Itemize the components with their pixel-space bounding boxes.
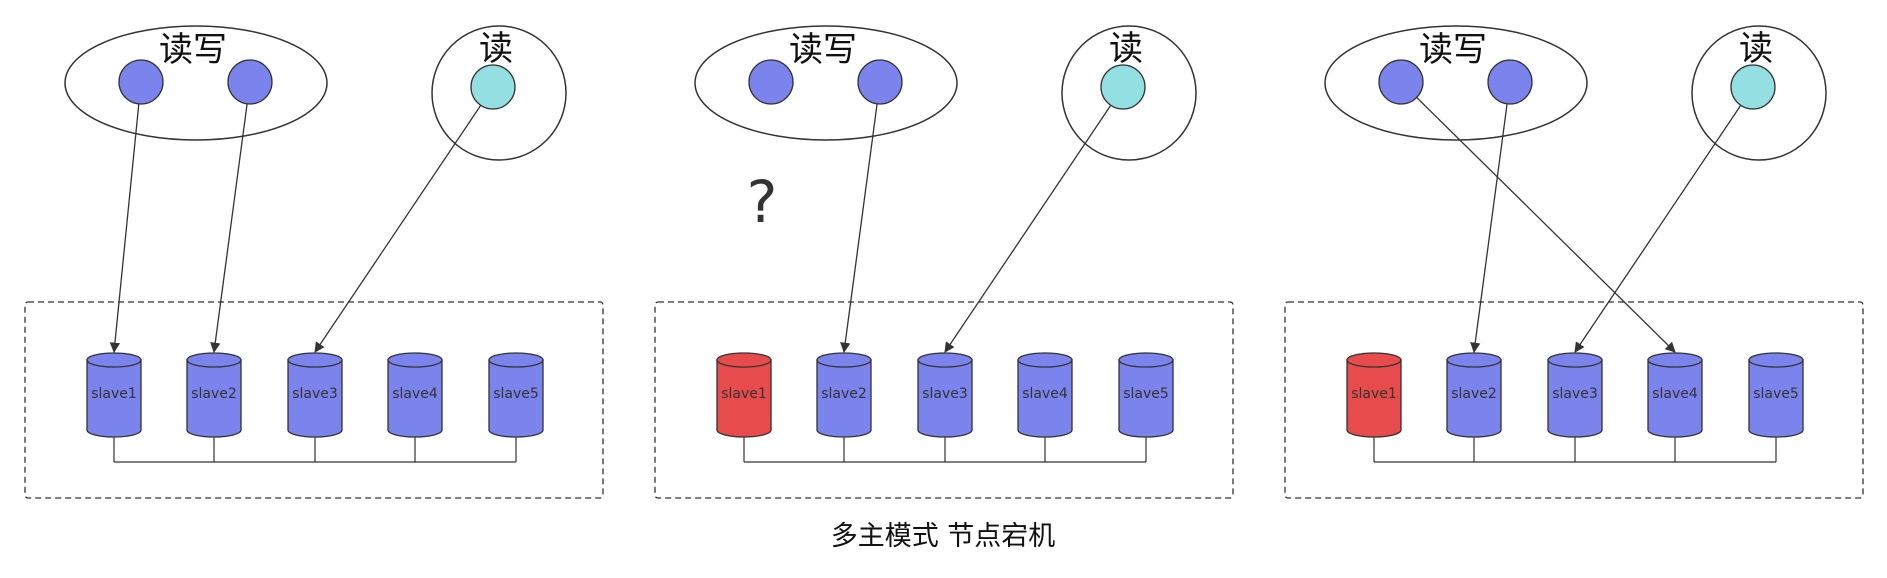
db-label: slave4 [1022,386,1068,402]
db-cylinder-top [1118,352,1174,368]
question-mark: ? [747,168,778,236]
db-cylinder-top [1346,352,1402,368]
write-group-ellipse [64,25,328,141]
db-cluster-container [654,301,1234,499]
db-cylinder-body [186,359,242,438]
db-cylinder-body [287,359,343,438]
db-cylinder-top [287,352,343,368]
db-label: slave2 [191,386,237,402]
write-node-2 [227,59,273,105]
db-slave2: slave2 [1446,352,1502,438]
read-group-label: 读 [479,29,513,69]
write-node-1 [118,59,164,105]
db-label: slave5 [1123,386,1169,402]
write-node-1 [748,59,794,105]
db-slave3: slave3 [917,352,973,438]
write-group-label: 读写 [1419,30,1487,70]
db-cylinder-top [1017,352,1073,368]
write-group-ellipse [1324,25,1588,141]
db-cluster-container [1284,301,1864,499]
db-cylinder-top [86,352,142,368]
db-cylinder-body [1547,359,1603,438]
link-write-node-2-to-slave2 [210,103,248,354]
db-cylinder-top [716,352,772,368]
db-cylinder-top [488,352,544,368]
write-group-label: 读写 [789,30,857,70]
write-node-2 [857,59,903,105]
db-cylinder-body [1118,359,1174,438]
write-group-label: 读写 [159,30,227,70]
link-read-node-1-to-slave3 [1574,104,1742,353]
db-slave5: slave5 [1748,352,1804,438]
read-group-ellipse [1691,25,1827,161]
db-slave3: slave3 [1547,352,1603,438]
db-slave1: slave1 [1346,352,1402,438]
read-node-1 [470,64,516,110]
db-slave5: slave5 [488,352,544,438]
read-group-ellipse [1061,25,1197,161]
link-read-node-1-to-slave3 [314,104,482,353]
db-slave3: slave3 [287,352,343,438]
db-slave2: slave2 [816,352,872,438]
db-slave4: slave4 [387,352,443,438]
db-slave1: slave1 [716,352,772,438]
db-cylinder-body [1346,359,1402,438]
read-node-1 [1100,64,1146,110]
db-cylinder-body [387,359,443,438]
read-group-label: 读 [1739,29,1773,69]
db-cylinder-body [1017,359,1073,438]
db-cylinder-top [387,352,443,368]
write-node-1 [1378,59,1424,105]
db-label: slave4 [392,386,438,402]
db-cylinder-body [1647,359,1703,438]
db-cluster-container [24,301,604,499]
db-cylinder-top [1446,352,1502,368]
panel-1: 读写 读 slave1 slave2 slave3 slave4 slave5 [24,25,604,499]
db-cylinder-body [716,359,772,438]
db-label: slave5 [493,386,539,402]
write-group-ellipse [694,25,958,141]
db-cylinder-top [186,352,242,368]
db-cylinder-top [917,352,973,368]
db-label: slave1 [91,386,137,402]
diagram-caption: 多主模式 节点宕机 [831,521,1056,552]
db-cylinder-body [816,359,872,438]
link-write-node-2-to-slave2 [1470,103,1508,354]
link-write-node-1-to-slave1 [109,103,140,354]
db-label: slave1 [721,386,767,402]
link-write-node-2-to-slave2 [840,103,878,354]
read-group-label: 读 [1109,29,1143,69]
read-group-ellipse [431,25,567,161]
db-cylinder-top [1647,352,1703,368]
db-label: slave4 [1652,386,1698,402]
db-slave5: slave5 [1118,352,1174,438]
db-cylinder-top [816,352,872,368]
db-cylinder-top [1748,352,1804,368]
panel-2: 读写 读 slave1 slave2 slave3 slave4 slave5 [654,25,1234,499]
db-label: slave2 [821,386,867,402]
db-label: slave3 [292,386,338,402]
link-read-node-1-to-slave3 [944,104,1112,353]
db-slave2: slave2 [186,352,242,438]
db-label: slave5 [1753,386,1799,402]
db-label: slave2 [1451,386,1497,402]
write-node-2 [1487,59,1533,105]
db-cylinder-body [488,359,544,438]
db-cylinder-body [1748,359,1804,438]
db-slave4: slave4 [1017,352,1073,438]
db-cylinder-top [1547,352,1603,368]
db-slave4: slave4 [1647,352,1703,438]
db-label: slave1 [1351,386,1397,402]
db-cylinder-body [86,359,142,438]
link-write-node-1-to-slave4 [1416,97,1676,353]
read-node-1 [1730,64,1776,110]
panel-3: 读写 读 slave1 slave2 slave3 slave4 slave5 [1284,25,1864,499]
db-cylinder-body [917,359,973,438]
db-cylinder-body [1446,359,1502,438]
db-slave1: slave1 [86,352,142,438]
db-label: slave3 [1552,386,1598,402]
db-label: slave3 [922,386,968,402]
